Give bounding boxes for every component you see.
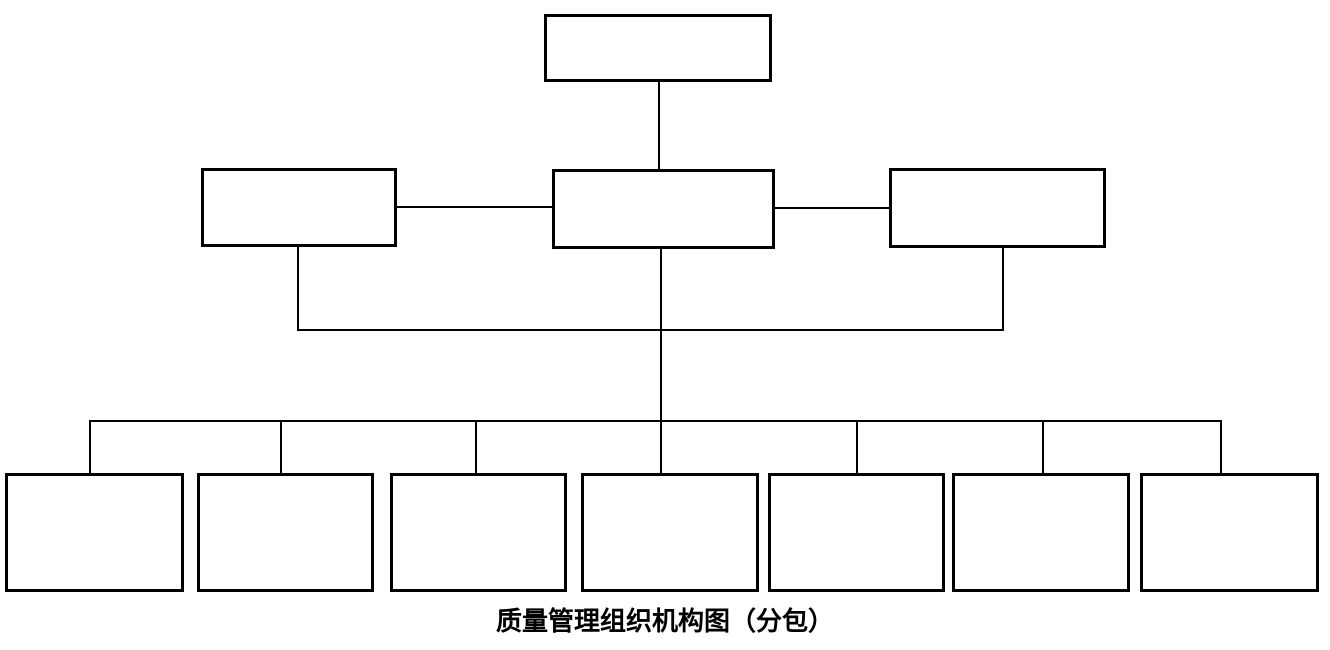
connector-right-drop bbox=[1002, 248, 1004, 331]
connector-middle-to-right bbox=[775, 207, 889, 209]
connector-drop-7 bbox=[1220, 421, 1222, 473]
org-box-level3-2 bbox=[197, 473, 374, 592]
org-box-level3-7 bbox=[1140, 473, 1319, 592]
connector-drop-6 bbox=[1042, 421, 1044, 473]
connector-drop-2 bbox=[280, 421, 282, 473]
org-box-level2-right bbox=[889, 168, 1106, 248]
org-box-level2-middle bbox=[552, 169, 775, 249]
connector-mid-band bbox=[297, 329, 1004, 331]
connector-bottom-span bbox=[89, 420, 1222, 422]
org-box-level3-3 bbox=[390, 473, 567, 592]
org-box-level3-1 bbox=[5, 473, 184, 592]
org-box-level3-6 bbox=[952, 473, 1130, 592]
connector-drop-1 bbox=[89, 421, 91, 473]
diagram-caption: 质量管理组织机构图（分包） bbox=[495, 607, 834, 637]
org-box-level3-5 bbox=[768, 473, 945, 592]
connector-drop-3 bbox=[475, 421, 477, 473]
connector-left-to-middle bbox=[397, 206, 552, 208]
org-box-top bbox=[544, 14, 772, 82]
connector-drop-5 bbox=[856, 421, 858, 473]
connector-left-drop bbox=[297, 247, 299, 331]
org-box-level2-left bbox=[201, 168, 397, 247]
connector-top-to-middle bbox=[658, 82, 660, 169]
org-box-level3-4 bbox=[581, 473, 759, 592]
connector-center-trunk bbox=[660, 249, 662, 473]
